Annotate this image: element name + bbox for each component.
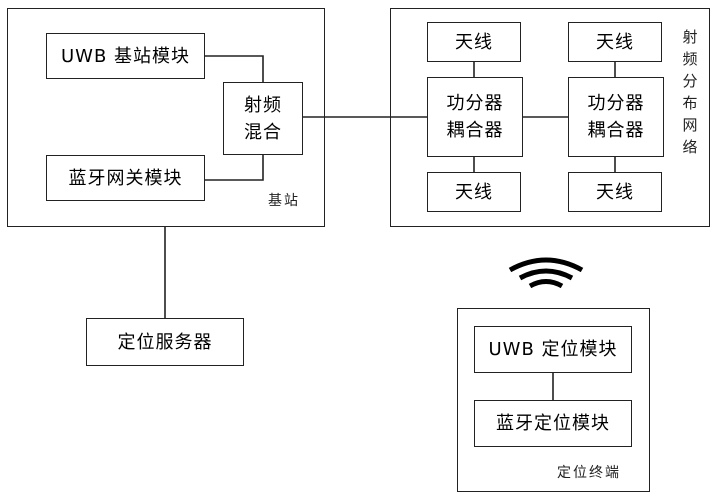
uwb-base-module: UWB 基站模块 (46, 33, 205, 79)
bluetooth-gateway-module: 蓝牙网关模块 (46, 155, 205, 201)
uwb-positioning-module: UWB 定位模块 (474, 326, 632, 373)
wireless-signal-icon (508, 257, 584, 289)
uwb-positioning-label: UWB 定位模块 (488, 339, 618, 360)
antenna-bottom-left: 天线 (427, 172, 521, 212)
antenna-label: 天线 (596, 181, 634, 203)
base-station-frame (7, 8, 325, 227)
antenna-label: 天线 (596, 31, 634, 53)
antenna-label: 天线 (455, 31, 493, 53)
rf-mixer-label: 射频 混合 (244, 94, 282, 143)
bluetooth-positioning-label: 蓝牙定位模块 (496, 413, 610, 434)
positioning-server-label: 定位服务器 (117, 331, 213, 353)
rf-network-caption: 射频分布网络 (682, 28, 698, 156)
antenna-top-left: 天线 (427, 22, 521, 62)
base-station-caption: 基站 (268, 193, 300, 209)
bluetooth-gateway-label: 蓝牙网关模块 (68, 167, 183, 189)
bt-to-mixer-line (205, 155, 264, 181)
antenna-bottom-right: 天线 (568, 172, 662, 212)
bluetooth-positioning-module: 蓝牙定位模块 (474, 400, 632, 447)
positioning-server: 定位服务器 (86, 318, 244, 366)
coupler-left: 功分器 耦合器 (427, 77, 523, 157)
antenna-top-right: 天线 (568, 22, 662, 62)
rf-mixer: 射频 混合 (223, 82, 303, 155)
coupler-label: 功分器 耦合器 (587, 93, 645, 141)
coupler-label: 功分器 耦合器 (446, 93, 504, 141)
coupler-right: 功分器 耦合器 (568, 77, 664, 157)
terminal-frame (457, 308, 650, 492)
terminal-caption: 定位终端 (557, 465, 621, 481)
uwb-to-mixer-line (205, 55, 264, 82)
uwb-base-module-label: UWB 基站模块 (60, 45, 191, 67)
antenna-label: 天线 (455, 181, 493, 203)
rf-network-frame (390, 8, 710, 227)
